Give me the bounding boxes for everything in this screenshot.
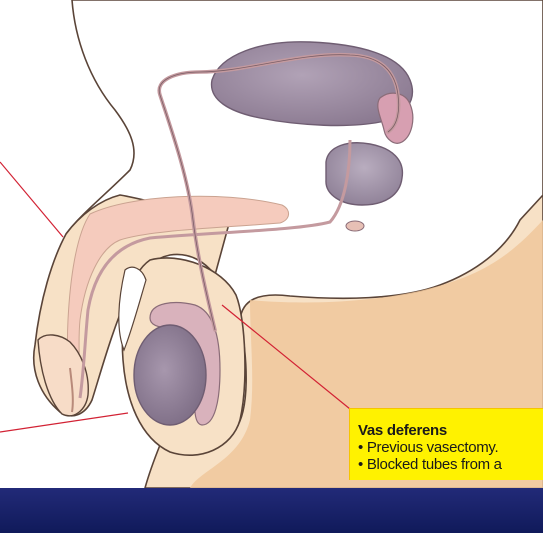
bottom-bar: [0, 488, 543, 533]
callout-item-2: • Blocked tubes from a: [358, 456, 543, 473]
callout-item-1: • Previous vasectomy.: [358, 439, 543, 456]
bulbourethral-gland: [346, 221, 364, 231]
leader-line-bottom: [0, 413, 128, 432]
prostate: [326, 143, 402, 205]
leader-line-top: [0, 162, 63, 237]
callout-title: Vas deferens: [358, 423, 543, 439]
vas-deferens-callout: Vas deferens • Previous vasectomy. • Blo…: [349, 408, 543, 480]
testis: [134, 325, 206, 425]
seminal-vesicle: [378, 93, 413, 143]
